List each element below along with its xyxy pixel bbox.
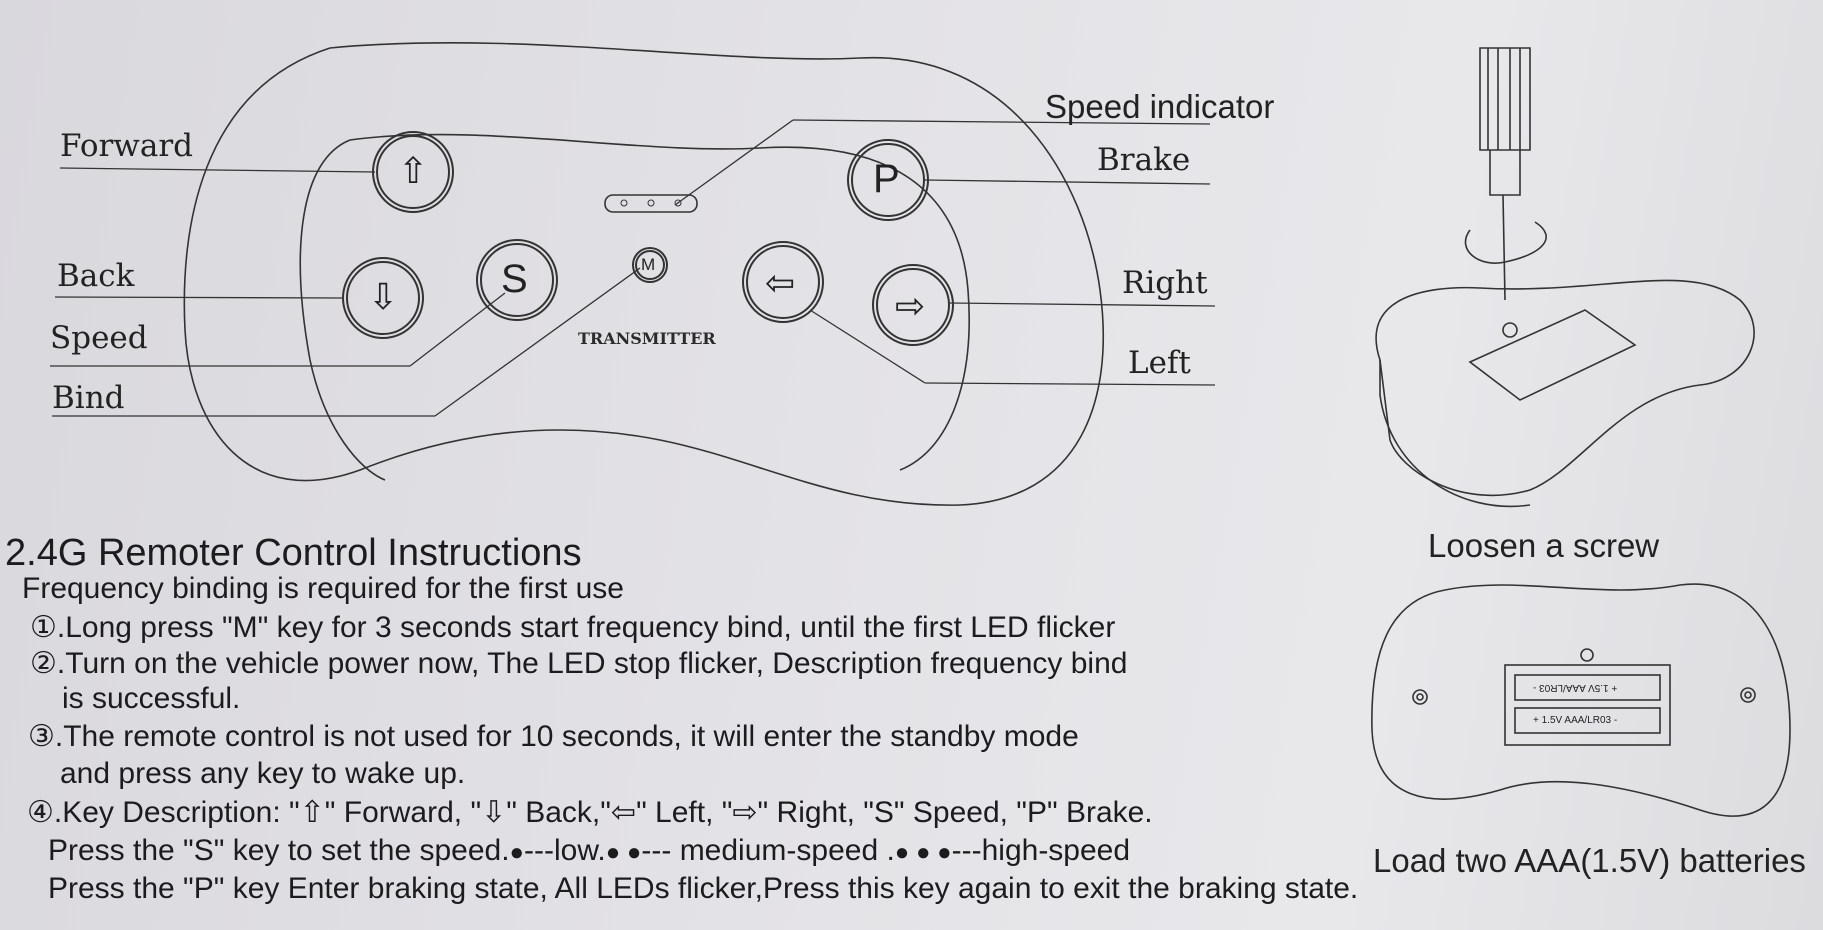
dot-2-icon: ● ● <box>605 839 642 866</box>
label-speed-indicator: Speed indicator <box>1045 88 1275 125</box>
step-4: ④.Key Description: "⇧" Forward, "⇩" Back… <box>27 795 1153 830</box>
leader-lines <box>50 119 1216 417</box>
step-4-right: " Right, "S" Speed, "P" Brake. <box>757 796 1153 829</box>
label-forward: Forward <box>60 128 193 164</box>
forward-arrow-icon: ⇧ <box>398 150 429 191</box>
brake-p-icon: P <box>873 157 900 201</box>
speed-mid: --- medium-speed . <box>641 834 895 867</box>
inline-forward-icon: ⇧ <box>299 796 325 829</box>
step-3b: and press any key to wake up. <box>60 757 466 790</box>
speed-high: ---high-speed <box>951 834 1131 867</box>
battery-caption: Load two AAA(1.5V) batteries <box>1373 842 1806 879</box>
speed-s-icon: S <box>501 257 528 301</box>
speed-line-text: Press the "S" key to set the speed. <box>48 834 510 867</box>
right-button-circle <box>872 264 954 346</box>
back-arrow-icon: ⇩ <box>368 276 399 317</box>
brake-button-circle <box>847 139 929 221</box>
forward-button-circle <box>372 131 454 213</box>
mode-button-circle <box>632 247 668 283</box>
inline-left-icon: ⇦ <box>610 796 637 829</box>
label-back: Back <box>57 258 135 294</box>
step-4-left: " Left, " <box>636 796 733 829</box>
inline-right-icon: ⇨ <box>732 796 758 829</box>
dot-1-icon: ● <box>509 839 525 866</box>
label-brake: Brake <box>1097 142 1191 178</box>
battery-label-bottom: + 1.5V AAA/LR03 - <box>1533 715 1618 726</box>
speed-line: Press the "S" key to set the speed.●---l… <box>48 834 1130 868</box>
step-2b: is successful. <box>62 682 241 715</box>
screw-caption: Loosen a screw <box>1428 527 1660 564</box>
step-4-prefix: ④.Key Description: " <box>27 796 300 829</box>
dot-3-icon: ● ● ● <box>894 839 952 866</box>
right-arrow-icon: ⇨ <box>895 285 926 326</box>
remote-buttons <box>342 131 954 346</box>
inline-back-icon: ⇩ <box>481 796 507 829</box>
battery-back-illustration <box>1371 583 1791 817</box>
led-3 <box>674 199 682 207</box>
step-3a: ③.The remote control is not used for 10 … <box>28 720 1079 753</box>
label-right: Right <box>1122 265 1208 301</box>
battery-label-top: + 1.5V AAA/LR03 - <box>1533 682 1618 693</box>
instructions-subtitle: Frequency binding is required for the fi… <box>22 572 624 605</box>
screw-illustration <box>1375 47 1755 508</box>
step-2a: ②.Turn on the vehicle power now, The LED… <box>30 647 1128 680</box>
speed-low: ---low. <box>524 834 606 867</box>
left-arrow-icon: ⇦ <box>765 262 796 303</box>
led-1 <box>620 199 628 207</box>
speed-button-circle <box>476 239 558 321</box>
left-button-circle <box>742 241 824 323</box>
transmitter-brand: TRANSMITTER <box>578 329 716 348</box>
step-4-forward: " Forward, " <box>324 796 482 829</box>
brake-line: Press the "P" key Enter braking state, A… <box>48 872 1359 905</box>
step-1: ①.Long press "M" key for 3 seconds start… <box>30 611 1116 644</box>
label-speed: Speed <box>50 320 148 356</box>
led-2 <box>647 199 655 207</box>
instructions-title: 2.4G Remoter Control Instructions <box>5 532 582 574</box>
mode-m-icon: M <box>641 255 656 274</box>
step-4-back: " Back," <box>506 796 611 829</box>
label-left: Left <box>1128 345 1191 381</box>
back-button-circle <box>342 257 424 339</box>
label-bind: Bind <box>52 380 125 416</box>
speed-indicator-bar <box>604 194 698 213</box>
